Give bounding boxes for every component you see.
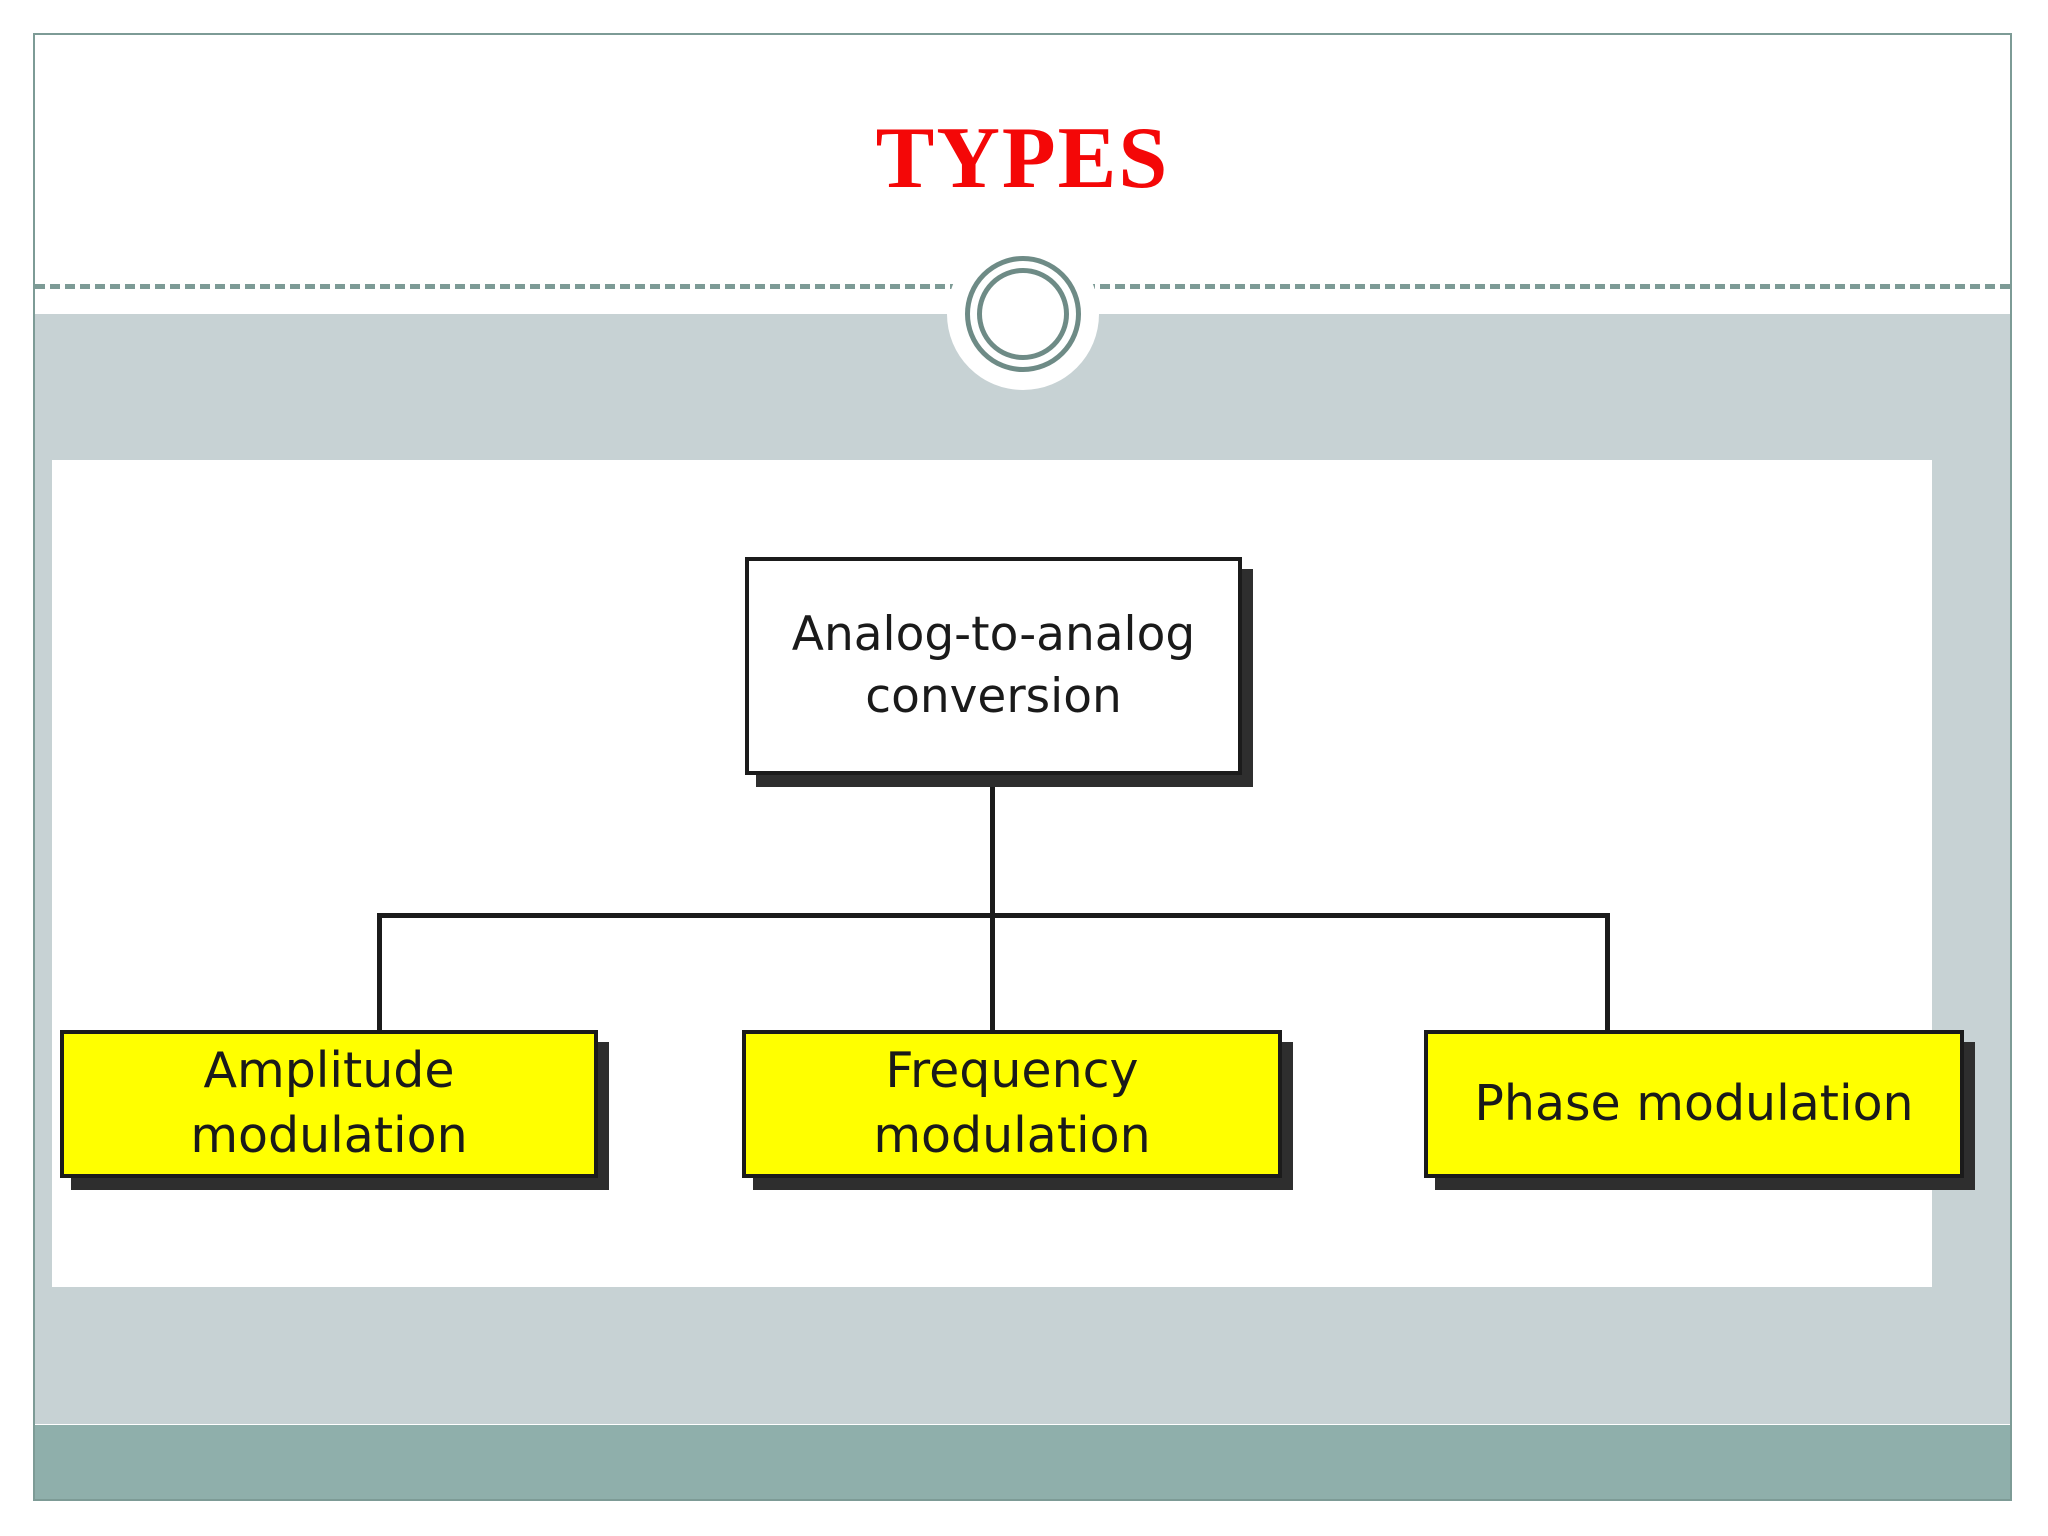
connector-branch-right [1605,913,1610,1032]
double-circle-icon [964,256,1081,372]
node-root-label-line2: conversion [865,669,1122,724]
connector-branch-left [377,913,382,1032]
node-frequency-modulation: Frequency modulation [742,1030,1282,1178]
presentation-slide: TYPES Analog-to-analog conversion Amplit… [33,33,2012,1501]
page-title: TYPES [875,110,1170,207]
connector-root-vertical [990,775,995,917]
content-panel: Analog-to-analog conversion Amplitude mo… [52,460,1964,1287]
node-root-label-line1: Analog-to-analog [791,606,1196,662]
node-phase-modulation: Phase modulation [1424,1030,1964,1178]
node-amplitude-modulation: Amplitude modulation [60,1030,598,1178]
node-analog-to-analog-conversion: Analog-to-analog conversion [745,557,1242,775]
connector-branch-middle [990,913,995,1032]
slide-footer-band [35,1425,2010,1499]
analog-conversion-flowchart: Analog-to-analog conversion Amplitude mo… [52,460,1964,1287]
